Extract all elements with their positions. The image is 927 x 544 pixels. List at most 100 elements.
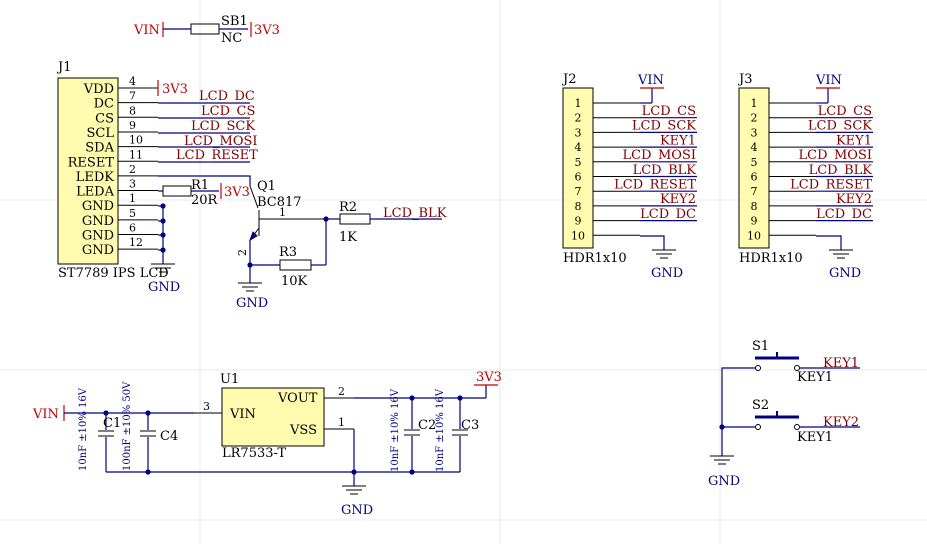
j3-net-label: LCD_DC <box>816 207 872 222</box>
r1-3v3-label: 3V3 <box>224 185 250 200</box>
j3-pin-number: 3 <box>751 126 758 139</box>
s2-designator: S2 <box>752 398 769 413</box>
j3-part-name: HDR1x10 <box>739 251 803 266</box>
j3-pin-number: 7 <box>751 185 758 198</box>
j1-pin-label: RESET <box>68 155 115 170</box>
j2-pin-number: 1 <box>575 97 582 110</box>
j2-pin-number: 4 <box>575 141 582 154</box>
u1-regulator: U1 VIN VOUT VSS LR7533-T 3 2 1 VIN C1 10… <box>32 370 502 518</box>
j3-vin-label: VIN <box>815 73 842 88</box>
j1-pin-number: 10 <box>129 134 143 147</box>
j3-pins: 12345678910LCD_CSLCD_SCKKEY1LCD_MOSILCD_… <box>747 97 873 242</box>
j3-net-label: LCD_CS <box>818 104 872 119</box>
j3-pin-number: 9 <box>751 215 758 228</box>
j1-designator: J1 <box>56 60 71 75</box>
q1-part: BC817 <box>257 195 302 210</box>
j1-pin-label: GND <box>82 243 114 258</box>
s1-designator: S1 <box>752 339 769 354</box>
j3-net-label: KEY2 <box>836 192 872 207</box>
u1-pin-vout-name: VOUT <box>277 391 318 406</box>
j1-lcd-connector: J1 VDD4DC7CS8SCL9SDA10RESET11LEDK2LEDA3G… <box>56 60 258 295</box>
j3-net-label: LCD_BLK <box>809 163 873 178</box>
j2-pin-number: 10 <box>571 229 585 242</box>
j3-gnd-label: GND <box>829 266 861 281</box>
j1-pin-label: GND <box>82 229 114 244</box>
r2-value: 1K <box>339 230 357 245</box>
j1-pin-label: GND <box>82 199 114 214</box>
u1-pin-vin-name: VIN <box>229 407 256 422</box>
sb1-solder-bridge: VIN SB1 NC 3V3 <box>133 14 280 46</box>
u1-pin-vss-name: VSS <box>289 423 317 438</box>
j2-net-label: LCD_CS <box>642 104 696 119</box>
q1-backlight-transistor: Q1 BC817 1 2 R2 1K LCD_BLK R3 10K GND <box>236 179 447 311</box>
j1-pin-number: 6 <box>129 222 136 235</box>
j2-net-label: KEY1 <box>660 133 696 148</box>
u1-vin-label: VIN <box>32 407 59 422</box>
sb1-vin-label: VIN <box>133 23 160 38</box>
j3-pin-number: 2 <box>751 112 758 125</box>
j1-pin-label: SCL <box>87 126 115 141</box>
j3-net-label: LCD_SCK <box>808 119 872 134</box>
s2-net-key2: KEY2 <box>823 415 859 430</box>
j2-pin-number: 9 <box>575 215 582 228</box>
j3-pin-number: 1 <box>751 97 758 110</box>
j3-net-label: LCD_RESET <box>790 178 872 193</box>
j1-pin-number: 3 <box>129 178 136 191</box>
j3-pin-number: 10 <box>747 229 761 242</box>
c4-designator: C4 <box>160 429 178 444</box>
j1-pin-label: LEDK <box>76 170 115 185</box>
j1-pin-number: 8 <box>129 104 136 117</box>
j1-pin-number: 11 <box>129 148 143 161</box>
j2-net-label: LCD_RESET <box>614 178 696 193</box>
j1-pin-label: GND <box>82 214 114 229</box>
j2-header: J2 12345678910LCD_CSLCD_SCKKEY1LCD_MOSIL… <box>561 72 697 281</box>
u1-pin-2: 2 <box>338 385 345 398</box>
j1-pin-number: 9 <box>129 119 136 132</box>
c1-value: 10nF ±10% 16V <box>78 387 89 471</box>
j2-net-label: LCD_DC <box>640 207 696 222</box>
j3-net-label: KEY1 <box>836 133 872 148</box>
r3-value: 10K <box>281 274 308 289</box>
j1-pin-number: 2 <box>129 163 136 176</box>
j1-net-lcd-reset: LCD_RESET <box>176 148 258 163</box>
j2-net-label: LCD_SCK <box>632 119 696 134</box>
j1-pin-label: SDA <box>85 141 114 156</box>
j2-part-name: HDR1x10 <box>563 251 627 266</box>
q1-base-pin: 1 <box>279 206 286 219</box>
j1-vdd-3v3-label: 3V3 <box>162 82 188 97</box>
q1-gnd-label: GND <box>236 296 268 311</box>
u1-designator: U1 <box>220 372 239 387</box>
j1-pin-label: CS <box>95 111 114 126</box>
j1-net-lcd-cs: LCD_CS <box>201 104 255 119</box>
c3-designator: C3 <box>461 418 479 433</box>
r1-value: 20R <box>191 193 219 208</box>
j2-net-label: LCD_MOSI <box>622 148 696 163</box>
sb1-designator: SB1 <box>221 14 248 29</box>
u1-3v3-label: 3V3 <box>476 370 502 385</box>
j3-pin-number: 5 <box>751 156 758 169</box>
j3-body <box>738 87 770 249</box>
j1-pin-label: DC <box>94 97 114 112</box>
u1-body <box>221 387 325 447</box>
r2-designator: R2 <box>339 200 357 215</box>
u1-pin-3: 3 <box>203 400 210 413</box>
j3-header: J3 12345678910LCD_CSLCD_SCKKEY1LCD_MOSIL… <box>737 72 873 281</box>
c2-value: 10nF ±10% 16V <box>390 388 401 472</box>
j2-vin-label: VIN <box>637 73 664 88</box>
c4-value: 100nF ±10% 50V <box>122 381 133 471</box>
j3-net-label: LCD_MOSI <box>798 148 872 163</box>
j2-body <box>562 87 594 249</box>
j2-pin-number: 3 <box>575 126 582 139</box>
j1-net-lcd-sck: LCD_SCK <box>191 119 255 134</box>
r3-designator: R3 <box>279 245 297 260</box>
j1-part-name: ST7789 IPS LCD <box>58 266 169 281</box>
c1-designator: C1 <box>103 416 121 431</box>
j3-pin-number: 6 <box>751 171 758 184</box>
r1-designator: R1 <box>191 178 209 193</box>
q1-designator: Q1 <box>257 179 276 194</box>
j2-pin-number: 5 <box>575 156 582 169</box>
s2-sub-label: KEY1 <box>797 430 833 445</box>
j2-gnd-label: GND <box>651 266 683 281</box>
j1-gnd-label: GND <box>148 280 180 295</box>
